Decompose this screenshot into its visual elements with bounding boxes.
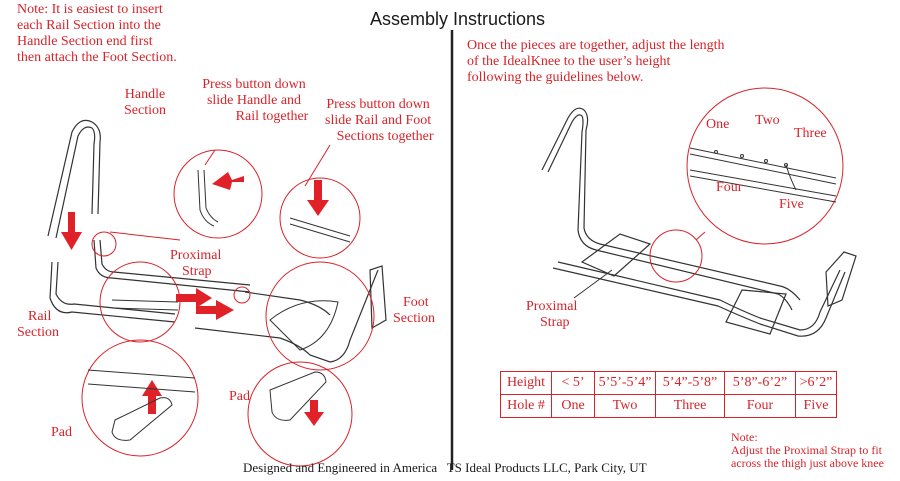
hole-label-three: Three	[794, 126, 827, 141]
note-line: Adjust the Proximal Strap to fit	[731, 443, 882, 457]
note-line: then attach the Foot Section.	[17, 50, 177, 65]
label-pad-upper: Pad	[229, 389, 250, 404]
foot-section-drawing	[194, 265, 387, 363]
hole-tube-detail	[689, 147, 837, 203]
rail-section-drawing	[49, 239, 251, 323]
label-line: Section	[17, 325, 59, 340]
assembled-idealknee-drawing	[541, 107, 857, 337]
label-line: Sections together	[336, 129, 434, 144]
right-strap-pointer	[573, 269, 613, 299]
note-line: Note: It is easiest to insert	[17, 2, 163, 17]
instruction-line: following the guidelines below.	[467, 70, 644, 85]
page-title: Assembly Instructions	[370, 9, 546, 29]
label-line: slide Rail and Foot	[325, 113, 432, 128]
label-proximal-strap-right: Proximal Strap	[526, 299, 577, 331]
note-line: Note:	[731, 430, 758, 444]
label-proximal-strap-left: Proximal Strap	[170, 248, 221, 280]
label-line: Rail	[28, 309, 52, 324]
label-line: Press button down	[326, 97, 430, 112]
detail-circles-left	[81, 144, 375, 467]
label-pad-lower: Pad	[51, 425, 72, 440]
table-cell: Hole #	[500, 394, 552, 418]
table-cell: 5’4”-5’8”	[655, 371, 725, 395]
hole-label-two: Two	[755, 113, 780, 128]
note-top-left: Note: It is easiest to insert each Rail …	[17, 2, 177, 66]
label-line: Press button down	[202, 77, 306, 92]
hole-label-four: Four	[716, 180, 743, 195]
label-line: slide Handle and	[206, 93, 302, 108]
table-cell: One	[551, 394, 595, 418]
direction-arrows	[61, 172, 329, 426]
instruction-line: of the IdealKnee to the user’s height	[467, 54, 671, 69]
right-detail-circles	[649, 87, 844, 283]
height-hole-table: Height < 5’ 5’5’-5’4” 5’4”-5’8” 5’8”-6’2…	[500, 371, 837, 418]
hole-label-one: One	[706, 117, 730, 132]
table-cell: Four	[724, 394, 796, 418]
table-cell: < 5’	[551, 371, 595, 395]
note-line: Handle Section end first	[17, 34, 153, 49]
detail-contents	[87, 169, 351, 441]
label-foot-section: Foot Section	[393, 295, 435, 327]
table-cell: 5’8”-6’2”	[724, 371, 796, 395]
label-line: Foot	[403, 295, 429, 310]
table-cell: 5’5’-5’4”	[594, 371, 656, 395]
note-bottom-right: Note: Adjust the Proximal Strap to fit a…	[731, 431, 884, 470]
label-line: Section	[124, 103, 166, 118]
table-cell: Height	[500, 371, 552, 395]
handle-section-drawing	[47, 119, 101, 239]
table-row: Hole # One Two Three Four Five	[500, 394, 837, 418]
footer-credit: Designed and Engineered in America TS Id…	[243, 460, 647, 475]
label-line: Strap	[540, 315, 570, 330]
table-cell: >6’2”	[795, 371, 837, 395]
table-cell: Three	[655, 394, 725, 418]
label-line: Rail together	[235, 109, 309, 124]
right-instructions: Once the pieces are together, adjust the…	[467, 38, 725, 86]
instruction-line: Once the pieces are together, adjust the…	[467, 38, 725, 53]
note-line: each Rail Section into the	[17, 18, 161, 33]
hole-label-five: Five	[779, 197, 804, 212]
label-line: Proximal	[526, 299, 578, 314]
table-cell: Five	[795, 394, 837, 418]
label-press-handle-rail: Press button down slide Handle and Rail …	[194, 77, 314, 125]
label-line: Section	[393, 311, 435, 326]
label-line: Proximal	[170, 248, 222, 263]
label-line: Strap	[182, 264, 212, 279]
table-row: Height < 5’ 5’5’-5’4” 5’4”-5’8” 5’8”-6’2…	[500, 371, 837, 395]
table-cell: Two	[594, 394, 656, 418]
label-press-rail-foot: Press button down slide Rail and Foot Se…	[325, 97, 433, 145]
note-line: across the thigh just above knee	[731, 456, 884, 470]
label-rail-section: Rail Section	[17, 309, 59, 341]
label-handle-section: Handle Section	[124, 87, 166, 119]
label-line: Handle	[124, 87, 166, 102]
